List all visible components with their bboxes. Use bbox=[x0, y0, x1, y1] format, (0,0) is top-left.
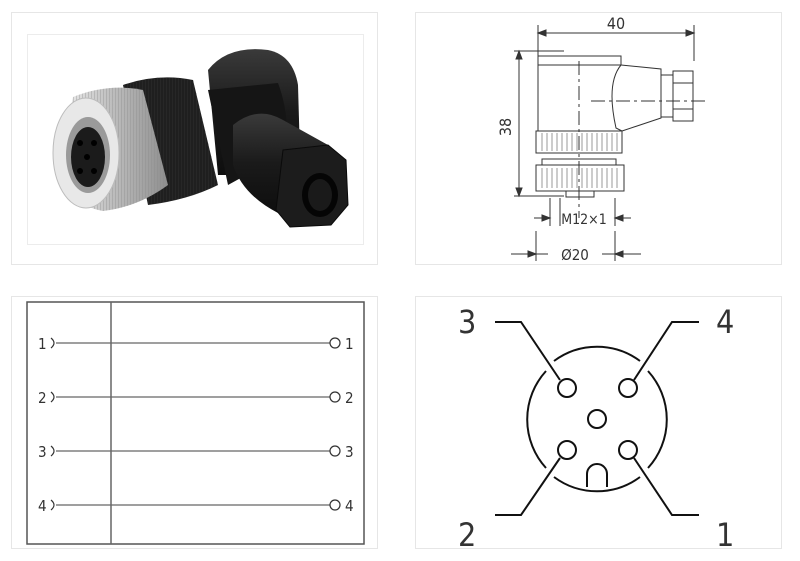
left-pin-label: 1 bbox=[38, 335, 47, 353]
connector-photo-illustration bbox=[52, 49, 349, 228]
diameter-dimension-label: Ø20 bbox=[561, 246, 589, 264]
pinout-diagram: 3 4 2 1 bbox=[458, 303, 734, 554]
left-pin-label: 3 bbox=[38, 443, 47, 461]
right-pin-label: 2 bbox=[345, 389, 354, 407]
right-pin-label: 1 bbox=[345, 335, 354, 353]
left-pin-label: 2 bbox=[38, 389, 47, 407]
pin-label-4: 4 bbox=[716, 303, 734, 341]
product-photo-panel bbox=[11, 12, 378, 265]
right-pin-label: 4 bbox=[345, 497, 354, 515]
product-photo bbox=[27, 34, 364, 245]
dimension-drawing-panel: 40 38 M12×1 Ø20 bbox=[415, 12, 782, 265]
pin-label-2: 2 bbox=[458, 516, 476, 554]
wiring-schematic-panel: 1 2 3 4 1 2 3 4 bbox=[11, 296, 378, 549]
height-dimension-label: 38 bbox=[496, 118, 515, 136]
pin-label-1: 1 bbox=[716, 516, 734, 554]
wiring-schematic: 1 2 3 4 1 2 3 4 bbox=[26, 301, 365, 545]
left-pin-label: 4 bbox=[38, 497, 47, 515]
right-pin-label: 3 bbox=[345, 443, 354, 461]
thread-dimension-label: M12×1 bbox=[561, 212, 606, 228]
width-dimension-label: 40 bbox=[607, 14, 625, 33]
dimension-drawing: 40 38 M12×1 Ø20 bbox=[496, 14, 706, 264]
pin-label-3: 3 bbox=[458, 303, 476, 341]
pinout-panel: 3 4 2 1 bbox=[415, 296, 782, 554]
